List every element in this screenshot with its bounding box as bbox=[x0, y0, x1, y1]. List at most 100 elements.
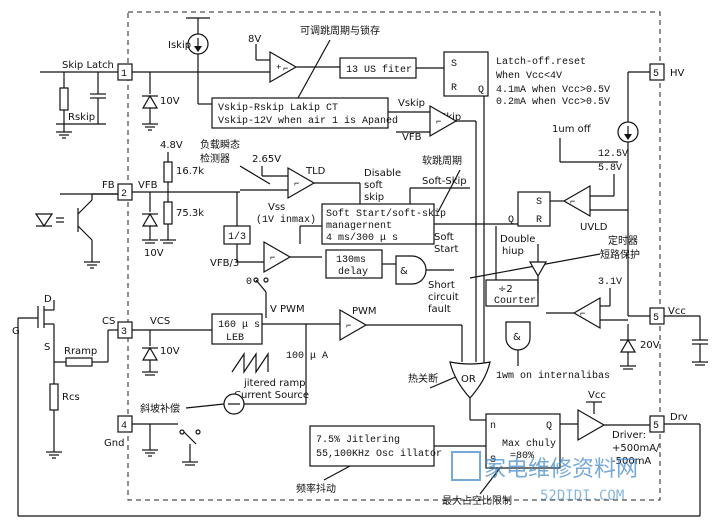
svg-text:S: S bbox=[451, 59, 457, 70]
svg-text:⌐: ⌐ bbox=[294, 179, 299, 189]
uvlo-flipflop bbox=[517, 191, 551, 227]
pin-3: 3 bbox=[117, 321, 133, 339]
svg-text:75.3k: 75.3k bbox=[176, 208, 204, 219]
svg-text:短路保护: 短路保护 bbox=[600, 248, 640, 261]
svg-text:1: 1 bbox=[121, 69, 127, 80]
zener-10v-c bbox=[141, 346, 159, 361]
ic-outline bbox=[127, 11, 661, 501]
svg-text:家电维修资料网: 家电维修资料网 bbox=[484, 457, 638, 482]
vfb-label: VFB bbox=[138, 180, 158, 191]
zener-20v bbox=[619, 338, 637, 353]
svg-text:÷2: ÷2 bbox=[498, 284, 513, 295]
svg-text:5: 5 bbox=[653, 69, 659, 80]
svg-text:&: & bbox=[513, 332, 521, 343]
short-circuit-fault-label: Short bbox=[428, 280, 455, 291]
ref-12-5v-label: 12.5V bbox=[598, 149, 628, 160]
pin-1: 1 bbox=[117, 63, 133, 81]
max-duty-latch bbox=[485, 413, 561, 469]
drain-label: D bbox=[44, 294, 52, 305]
driver-spec-label: Driver: bbox=[612, 430, 646, 441]
zener-10v-c-label: 10V bbox=[160, 346, 180, 357]
slope-compensation-label: 斜坡补偿 bbox=[140, 402, 180, 415]
tld-label: TLD bbox=[305, 166, 326, 177]
ref-2-65v-label: 2.65V bbox=[252, 154, 281, 165]
rskip-label: Rskip bbox=[68, 112, 95, 123]
vcc-label: Vcc bbox=[668, 306, 686, 317]
svg-text:S: S bbox=[490, 455, 496, 466]
zener-10v-label: 10V bbox=[160, 96, 180, 107]
svg-text:delay: delay bbox=[338, 266, 368, 278]
svg-text:Max chuly: Max chuly bbox=[502, 438, 556, 450]
r75-3k bbox=[163, 201, 173, 225]
svg-text:Vskip-Rskip Lakip CT: Vskip-Rskip Lakip CT bbox=[218, 102, 338, 114]
current-100ua-label: 100 μ A bbox=[286, 351, 328, 362]
vss-label: Vss bbox=[268, 202, 285, 213]
driver-buffer bbox=[577, 408, 606, 442]
svg-text:160 μ s: 160 μ s bbox=[218, 320, 260, 331]
svg-text:&: & bbox=[400, 266, 408, 277]
load-detector-label: 负载瞬态 bbox=[200, 138, 240, 151]
svg-text:检测器: 检测器 bbox=[200, 152, 230, 165]
svg-text:4: 4 bbox=[121, 421, 127, 432]
gate-label: G bbox=[12, 326, 20, 337]
svg-text:Q: Q bbox=[478, 85, 484, 96]
svg-text:1/3: 1/3 bbox=[228, 231, 246, 243]
skip-comparator bbox=[269, 50, 298, 84]
vpwm-comparator bbox=[263, 240, 292, 274]
svg-text:⌐: ⌐ bbox=[580, 309, 585, 319]
tld-comparator bbox=[287, 166, 316, 200]
frequency-jitter-label: 频率抖动 bbox=[296, 482, 336, 495]
pin-5-hv: 5 bbox=[649, 63, 665, 81]
svg-text:soft: soft bbox=[364, 180, 383, 191]
svg-text:circuit: circuit bbox=[428, 292, 459, 303]
svg-text:Q: Q bbox=[508, 215, 514, 226]
svg-text:When Vcc<4V: When Vcc<4V bbox=[496, 70, 562, 82]
rskip-resistor bbox=[59, 87, 69, 111]
divide-by-2-counter bbox=[485, 279, 539, 307]
vfb3-label: VFB/3 bbox=[210, 258, 239, 269]
zener-10v-a bbox=[141, 94, 159, 109]
skip-comp bbox=[429, 104, 458, 138]
rcs-label: Rcs bbox=[62, 392, 80, 403]
filter-13us-label: 13 US fiter bbox=[346, 64, 412, 76]
svg-text:⌐: ⌐ bbox=[346, 321, 351, 331]
oscillator-box bbox=[309, 425, 435, 467]
and-gate bbox=[395, 255, 427, 285]
leb-box bbox=[211, 313, 263, 345]
pin-5-drv: 5 bbox=[649, 415, 665, 433]
timer-label: 定时器 bbox=[608, 234, 638, 247]
svg-text:4.1mA when Vcc>0.5V: 4.1mA when Vcc>0.5V bbox=[496, 84, 610, 96]
svg-text:OR: OR bbox=[461, 374, 476, 385]
svg-text:5: 5 bbox=[653, 421, 659, 432]
gnd-label: Gnd bbox=[104, 438, 124, 449]
soft-skip-label: Soft-Skip bbox=[422, 176, 467, 187]
max-duty-label: 最大占空比限制 bbox=[442, 494, 512, 507]
adjustable-period-latch-label: 可调跳周期与锁存 bbox=[300, 24, 380, 37]
soft-skip-period-label: 软跳周期 bbox=[422, 154, 462, 167]
jittered-ramp-waveform bbox=[231, 352, 269, 374]
svg-text:16.7k: 16.7k bbox=[176, 166, 204, 177]
vfb-small-label: VFB bbox=[402, 132, 422, 143]
svg-text:4 ms/300 μ s: 4 ms/300 μ s bbox=[326, 232, 398, 244]
svg-text:Q: Q bbox=[546, 421, 552, 432]
svg-text:⌐: ⌐ bbox=[283, 64, 288, 74]
internal-bias-label: 1wm on internalibas bbox=[496, 370, 610, 382]
svg-text:2: 2 bbox=[121, 189, 127, 200]
iskip-label: Iskip bbox=[168, 40, 191, 51]
ref-4-8v-label: 4.8V bbox=[160, 140, 183, 151]
r16-7k bbox=[163, 161, 173, 183]
svg-text:R: R bbox=[451, 83, 457, 94]
rcs-resistor bbox=[49, 383, 59, 411]
thermal-shutdown-label: 热关断 bbox=[408, 372, 438, 385]
svg-text:⌐: ⌐ bbox=[570, 197, 575, 207]
svg-text:+500mA/: +500mA/ bbox=[612, 443, 660, 454]
delay-130ms-box bbox=[325, 249, 383, 279]
pin-5-vcc: 5 bbox=[649, 307, 665, 325]
svg-text:Start: Start bbox=[434, 244, 459, 255]
uvld-label: UVLD bbox=[580, 222, 608, 233]
svg-text:130ms: 130ms bbox=[336, 255, 366, 266]
svg-text:managernent: managernent bbox=[326, 221, 392, 232]
drv-label: Drv bbox=[670, 412, 688, 423]
fb-label: FB bbox=[102, 180, 115, 191]
